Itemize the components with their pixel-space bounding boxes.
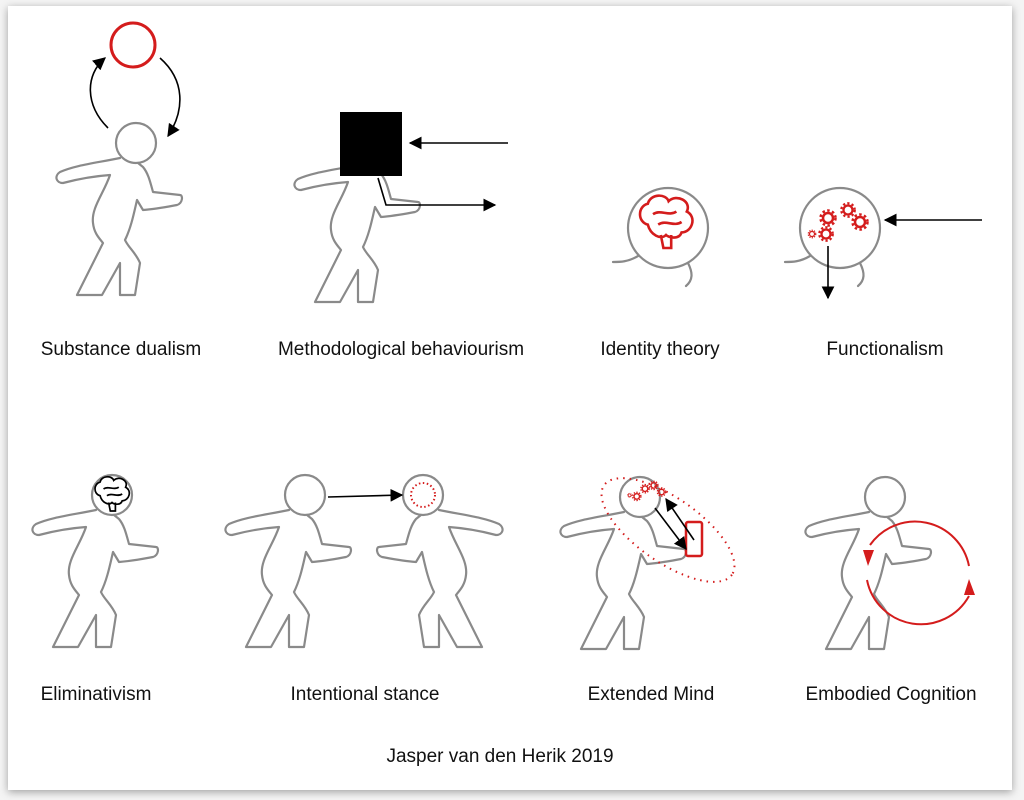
arrow-to-head-icon	[665, 497, 695, 541]
mind-circle-icon	[109, 21, 157, 69]
arrowhead-up-icon	[964, 579, 975, 595]
arrow-to-phone-icon	[654, 507, 687, 551]
arrow-down-icon	[159, 57, 181, 138]
cycle-arrow-bottom-icon	[866, 579, 970, 626]
figure-functionalism	[783, 186, 982, 300]
attributed-mind-icon	[410, 482, 436, 508]
label-intentional-stance: Intentional stance	[291, 684, 440, 705]
black-box-icon	[340, 112, 402, 176]
figure-eliminativism	[31, 473, 160, 649]
arrowhead-down-icon	[863, 550, 874, 566]
figure-identity-theory	[611, 186, 710, 288]
label-extended-mind: Extended Mind	[588, 684, 715, 705]
label-functionalism: Functionalism	[826, 339, 943, 360]
attribution-arrow-icon	[327, 488, 404, 502]
figure-extended-mind	[559, 475, 736, 651]
label-embodied-cognition: Embodied Cognition	[805, 684, 976, 705]
figure-embodied-cognition	[804, 475, 975, 651]
figure-methodological-behaviourism	[293, 112, 508, 304]
output-arrow-icon	[377, 177, 497, 212]
arrow-up-icon	[89, 57, 109, 129]
cycle-arrow-top-icon	[869, 520, 970, 567]
figure-substance-dualism	[55, 21, 184, 297]
label-substance-dualism: Substance dualism	[41, 339, 202, 360]
figure-intentional-stance	[224, 473, 504, 649]
label-methodological-behaviourism: Methodological behaviourism	[278, 339, 524, 360]
extended-boundary-icon	[600, 477, 736, 583]
credit-text: Jasper van den Herik 2019	[386, 746, 613, 767]
label-eliminativism: Eliminativism	[41, 684, 152, 705]
label-identity-theory: Identity theory	[600, 339, 720, 360]
